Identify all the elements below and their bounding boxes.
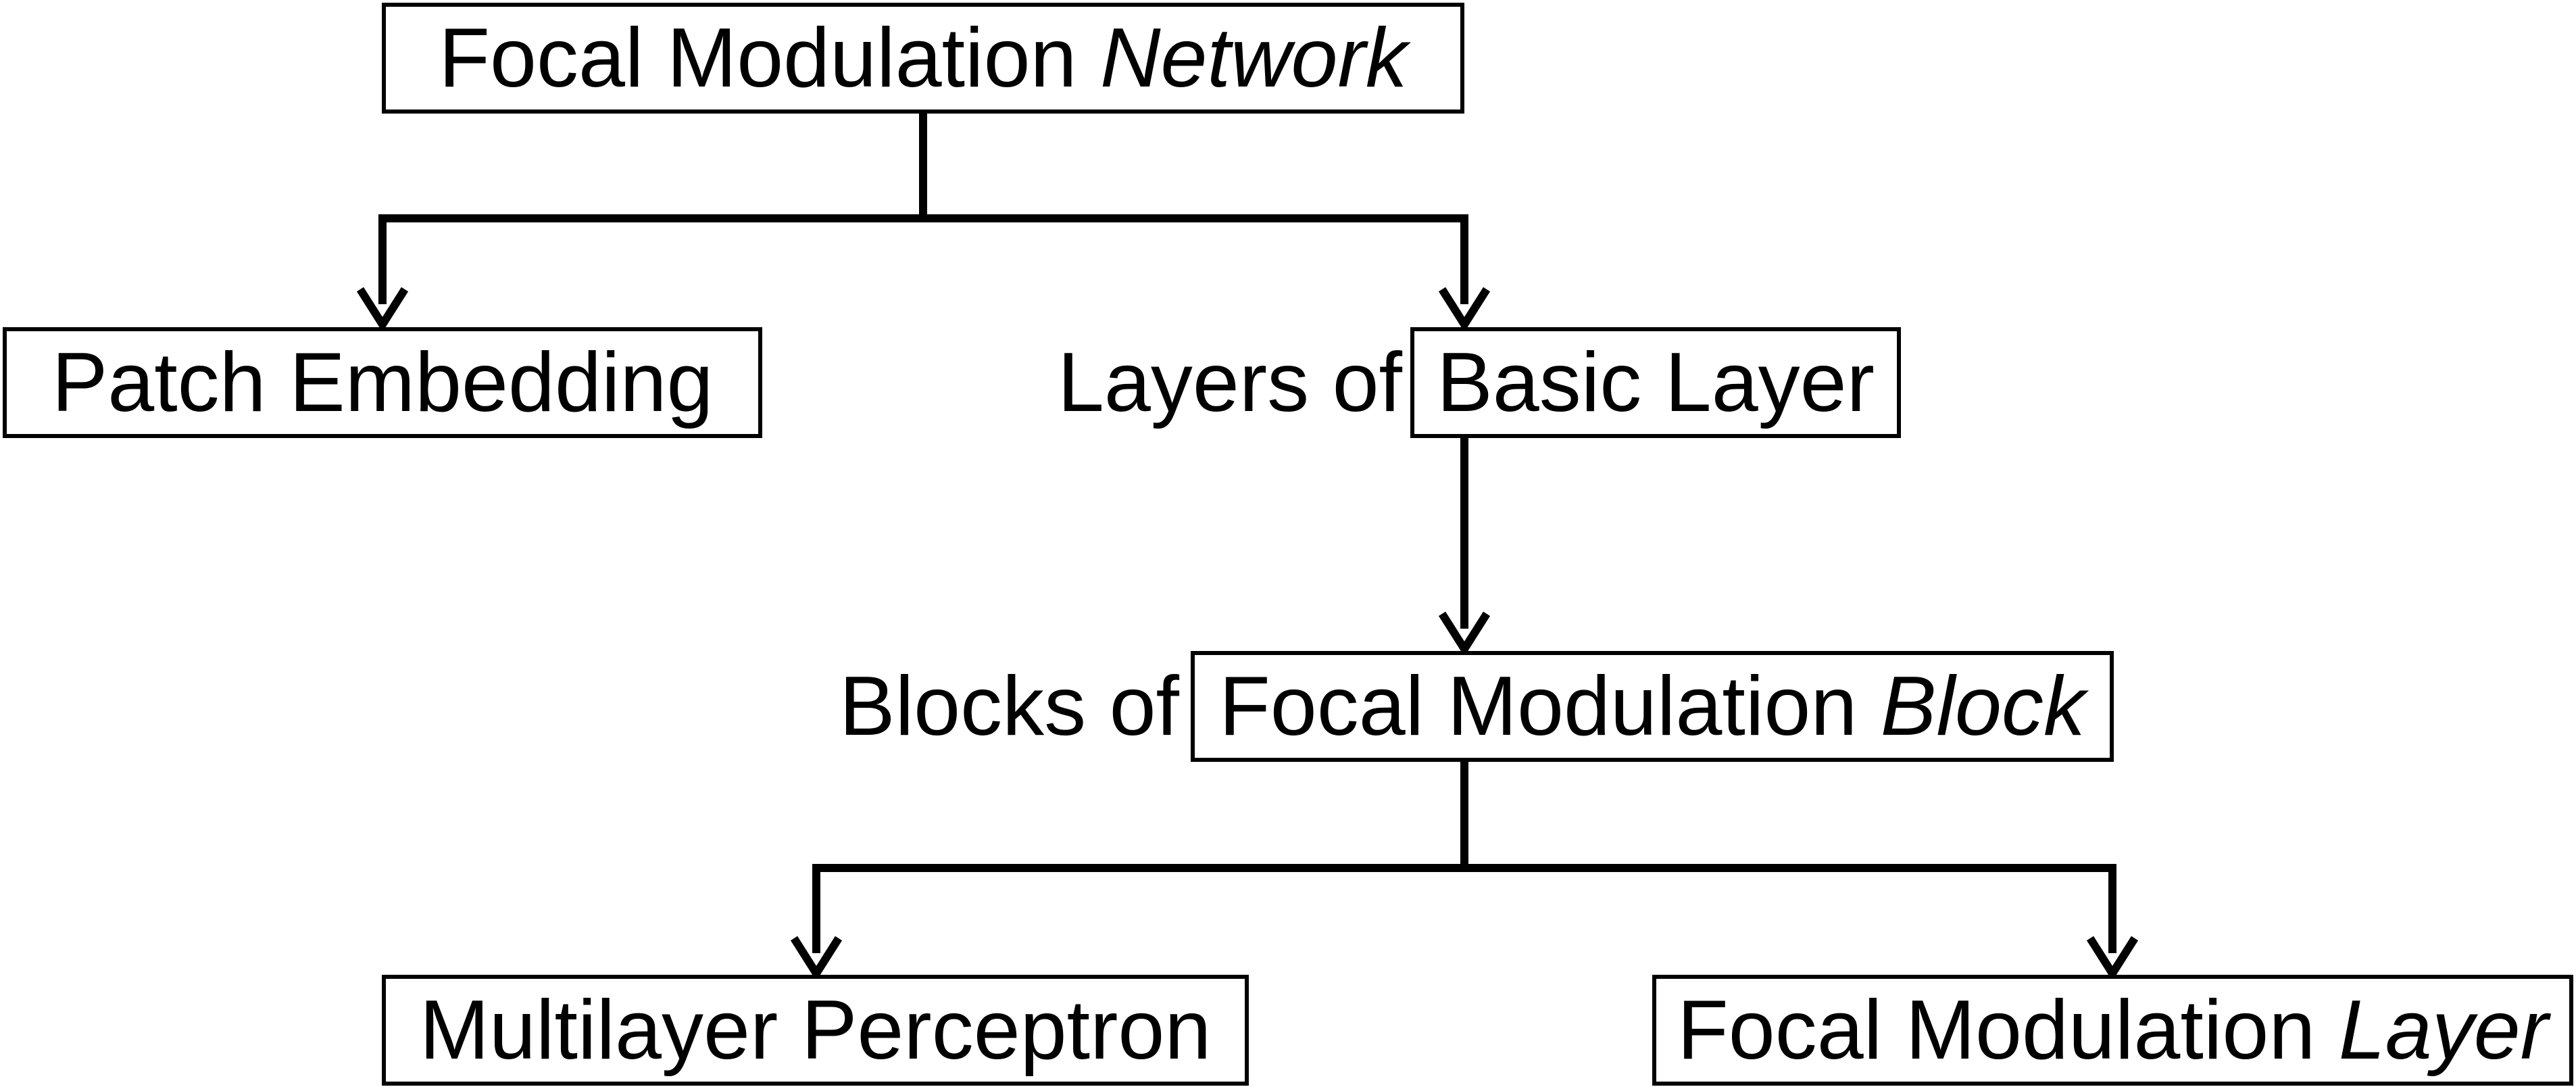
node-focal-modulation-layer: Focal Modulation Layer	[1652, 975, 2573, 1086]
node-patch-label: Patch Embedding	[51, 336, 714, 429]
arrow-to-mlp-icon	[790, 936, 843, 982]
arrow-to-basic-layer-icon	[1438, 287, 1491, 333]
node-block-label-italic: Block	[1880, 660, 2085, 753]
block-prefix: Blocks of	[839, 660, 1179, 753]
basic-layer-prefix: Layers of	[1057, 336, 1402, 429]
node-network-label-italic: Network	[1099, 11, 1408, 105]
node-basic-layer-label: Basic Layer	[1437, 336, 1875, 429]
node-block-label: Focal Modulation	[1219, 660, 1858, 753]
node-focal-modulation-network: Focal Modulation Network	[382, 3, 1464, 114]
node-mlp-label: Multilayer Perceptron	[419, 984, 1212, 1077]
node-multilayer-perceptron: Multilayer Perceptron	[382, 975, 1249, 1086]
node-network-label: Focal Modulation	[439, 11, 1077, 105]
node-layer-label: Focal Modulation	[1677, 984, 2316, 1077]
node-patch-embedding: Patch Embedding	[3, 327, 762, 438]
node-focal-modulation-block: Focal Modulation Block	[1191, 651, 2114, 762]
node-basic-layer: Basic Layer	[1410, 327, 1901, 438]
arrow-to-block-icon	[1438, 611, 1491, 657]
arrow-to-patch-icon	[356, 287, 409, 333]
node-layer-label-italic: Layer	[2338, 984, 2548, 1077]
arrow-to-layer-icon	[2086, 936, 2139, 982]
